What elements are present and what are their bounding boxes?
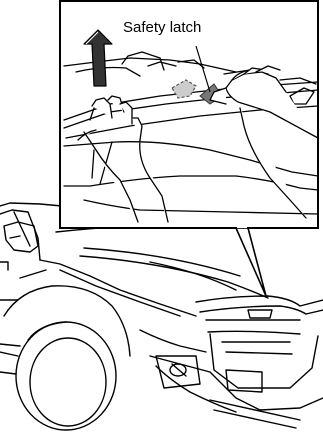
callout-box: Safety latch <box>60 1 318 228</box>
truck-front <box>0 203 323 430</box>
callout-pointer <box>236 228 266 296</box>
safety-latch-label: Safety latch <box>123 19 201 36</box>
